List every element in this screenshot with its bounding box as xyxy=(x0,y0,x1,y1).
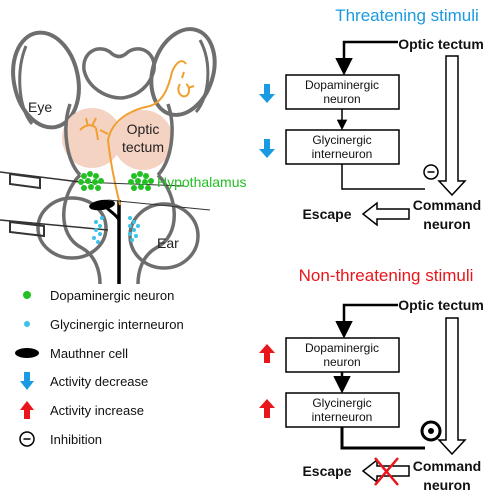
non-threatening-glycinergic-increase-icon xyxy=(259,399,275,418)
non-threatening-inhibition-icon xyxy=(420,420,442,442)
threatening-box1-line2: neuron xyxy=(323,92,360,106)
threatening-tectum-arrow xyxy=(437,55,467,197)
threatening-glycinergic-box xyxy=(285,129,400,165)
threatening-input-path xyxy=(335,40,398,76)
blocked-cross-icon xyxy=(374,457,399,486)
legend-label: Dopaminergic neuron xyxy=(50,287,175,303)
threatening-box2-line1: Glycinergic xyxy=(312,133,371,147)
left-optic-tectum-shape xyxy=(62,108,122,168)
blue-down-arrow-icon xyxy=(20,372,34,390)
legend-item-decrease: Activity decrease xyxy=(12,370,148,392)
threatening-circuit-panel: Threatening stimuli Optic tectum Dopamin… xyxy=(259,6,484,232)
threatening-inhibitory-path xyxy=(341,164,425,190)
threatening-command-line1: Command xyxy=(413,197,481,213)
inhibition-icon xyxy=(19,431,35,447)
zebrafish-brain-schematic: Eye Optic tectum Hypothalamus Ear xyxy=(0,27,247,285)
non-threatening-escape-label: Escape xyxy=(302,463,351,479)
left-eye-icon xyxy=(11,30,81,130)
left-ear-shape xyxy=(36,196,108,260)
threatening-box2-line2: interneuron xyxy=(312,147,373,161)
non-threatening-tectum-arrow xyxy=(437,317,467,456)
non-threatening-circuit-panel: Non-threatening stimuli Optic tectum Dop… xyxy=(259,266,484,493)
mauthner-cell-icon xyxy=(89,199,115,211)
non-threatening-input-path xyxy=(335,303,398,339)
non-threatening-command-line2: neuron xyxy=(423,477,470,493)
glycinergic-cluster-right xyxy=(128,216,140,242)
legend-item-mauthner: Mauthner cell xyxy=(12,342,128,364)
threatening-command-line2: neuron xyxy=(423,216,470,232)
cyan-dot-icon xyxy=(24,321,30,327)
threatening-title: Threatening stimuli xyxy=(335,6,479,25)
ear-label: Ear xyxy=(157,235,179,251)
midbrain-outline xyxy=(64,103,174,177)
hypothalamus-label: Hypothalamus xyxy=(157,174,247,190)
legend-label: Inhibition xyxy=(50,431,103,447)
forebrain-outline xyxy=(82,47,156,100)
non-threatening-box1-line1: Dopaminergic xyxy=(305,341,379,355)
dopaminergic-cluster-right xyxy=(128,171,154,191)
non-threatening-box2-line1: Glycinergic xyxy=(312,396,371,410)
threatening-inhibition-icon xyxy=(423,164,439,180)
legend-item-increase: Activity increase xyxy=(12,399,144,421)
hindbrain-outline xyxy=(62,173,176,285)
right-optic-tectum-shape xyxy=(113,110,173,170)
legend-label: Activity decrease xyxy=(50,373,149,389)
threatening-source-label: Optic tectum xyxy=(398,36,484,52)
tectal-projection-path xyxy=(106,60,187,206)
red-up-arrow-icon xyxy=(20,401,34,419)
green-dot-icon xyxy=(23,291,31,299)
legend-item-glycinergic: Glycinergic interneuron xyxy=(12,313,184,335)
non-threatening-box2-line2: interneuron xyxy=(312,410,373,424)
optic-tectum-label-line1: Optic xyxy=(127,121,160,137)
glycinergic-cluster-left xyxy=(92,216,104,244)
optic-tectum-label-line2: tectum xyxy=(122,139,164,155)
eye-label: Eye xyxy=(28,99,52,115)
non-threatening-inhibitory-path xyxy=(340,427,425,450)
non-threatening-dopaminergic-increase-icon xyxy=(259,344,275,363)
non-threatening-source-label: Optic tectum xyxy=(398,297,484,313)
dopaminergic-cluster-left xyxy=(78,171,104,191)
non-threatening-glycinergic-box xyxy=(285,392,400,428)
non-threatening-dopaminergic-box xyxy=(285,337,400,373)
threatening-glycinergic-decrease-icon xyxy=(259,139,275,158)
threatening-dopaminergic-decrease-icon xyxy=(259,84,275,103)
black-ellipse-icon xyxy=(15,348,39,358)
non-threatening-title: Non-threatening stimuli xyxy=(299,266,474,285)
legend-label: Glycinergic interneuron xyxy=(50,316,184,332)
legend-label: Activity increase xyxy=(50,402,144,418)
left-tectal-arbor xyxy=(79,117,109,141)
legend-item-inhibition: Inhibition xyxy=(12,428,102,450)
tectal-neuron-icon xyxy=(177,71,195,98)
legend-item-dopaminergic: Dopaminergic neuron xyxy=(12,284,174,306)
threatening-escape-arrow xyxy=(361,201,410,227)
threatening-escape-label: Escape xyxy=(302,206,351,222)
non-threatening-command-line1: Command xyxy=(413,458,481,474)
legend-label: Mauthner cell xyxy=(50,345,129,361)
threatening-box1-line1: Dopaminergic xyxy=(305,78,379,92)
non-threatening-box1-line2: neuron xyxy=(323,355,360,369)
recording-electrode-lower xyxy=(0,199,211,238)
